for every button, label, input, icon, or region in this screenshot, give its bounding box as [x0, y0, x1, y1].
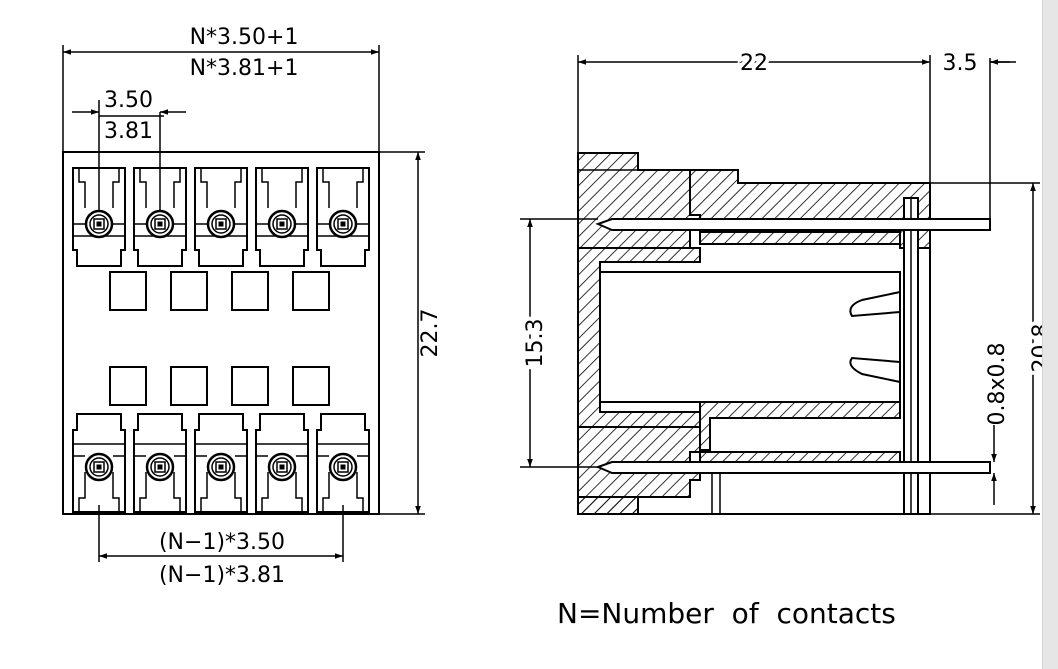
contacts-note: N=Number of contacts — [557, 597, 896, 630]
bottom-terminal-3 — [194, 413, 248, 513]
top-terminal-1 — [72, 167, 126, 267]
upper-pin — [595, 218, 991, 231]
screw-icon — [206, 452, 236, 482]
bottom-terminal-1 — [72, 413, 126, 513]
bottom-terminal-row — [72, 413, 370, 513]
pin-spacing-label-15-3: 15.3 — [523, 319, 548, 368]
screw-icon — [267, 452, 297, 482]
upper-window-4 — [292, 271, 330, 311]
lower-window-3 — [231, 366, 269, 406]
spring-contact-upper — [849, 291, 901, 318]
screw-icon — [267, 209, 297, 239]
screw-icon — [328, 209, 358, 239]
pitch-label-3-50: 3.50 — [104, 88, 153, 113]
bottom-terminal-4 — [255, 413, 309, 513]
screw-icon — [84, 452, 114, 482]
vertical-scrollbar[interactable] — [1042, 0, 1058, 669]
screw-icon — [328, 452, 358, 482]
top-terminal-5 — [316, 167, 370, 267]
upper-window-2 — [170, 271, 208, 311]
overall-width-label-3-81: N*3.81+1 — [190, 56, 299, 81]
lower-pin — [595, 461, 991, 474]
top-terminal-3 — [194, 167, 248, 267]
upper-window-1 — [109, 271, 147, 311]
screw-icon — [145, 209, 175, 239]
front-housing-outline — [62, 151, 380, 515]
screw-icon — [84, 209, 114, 239]
side-bottom-strip-hatch — [577, 496, 639, 515]
span-label-3-50: (N−1)*3.50 — [159, 530, 285, 555]
span-label-3-81: (N−1)*3.81 — [159, 563, 285, 588]
side-view — [520, 55, 1040, 515]
top-terminal-2 — [133, 167, 187, 267]
center-window-rows — [109, 271, 330, 406]
side-socket-cavity — [599, 271, 901, 403]
screw-icon — [145, 452, 175, 482]
height-label-22-7: 22.7 — [418, 309, 443, 358]
side-upper-channel-hatch — [699, 231, 901, 245]
side-lower-channel-hatch — [699, 451, 901, 463]
pitch-label-3-81: 3.81 — [104, 119, 153, 144]
bottom-terminal-2 — [133, 413, 187, 513]
pin-size-label-0-8x0-8: 0.8x0.8 — [985, 343, 1010, 426]
pin-extension-label-3-5: 3.5 — [943, 51, 978, 76]
bottom-terminal-5 — [316, 413, 370, 513]
front-view — [62, 45, 425, 562]
side-lower-body-hatch — [699, 399, 901, 451]
length-label-22: 22 — [740, 51, 768, 76]
upper-window-3 — [231, 271, 269, 311]
spring-contact-lower — [849, 356, 901, 383]
lower-window-1 — [109, 366, 147, 406]
lower-window-2 — [170, 366, 208, 406]
top-terminal-row — [72, 167, 370, 267]
top-terminal-4 — [255, 167, 309, 267]
lower-window-4 — [292, 366, 330, 406]
screw-icon — [206, 209, 236, 239]
overall-width-label-3-50: N*3.50+1 — [190, 25, 299, 50]
